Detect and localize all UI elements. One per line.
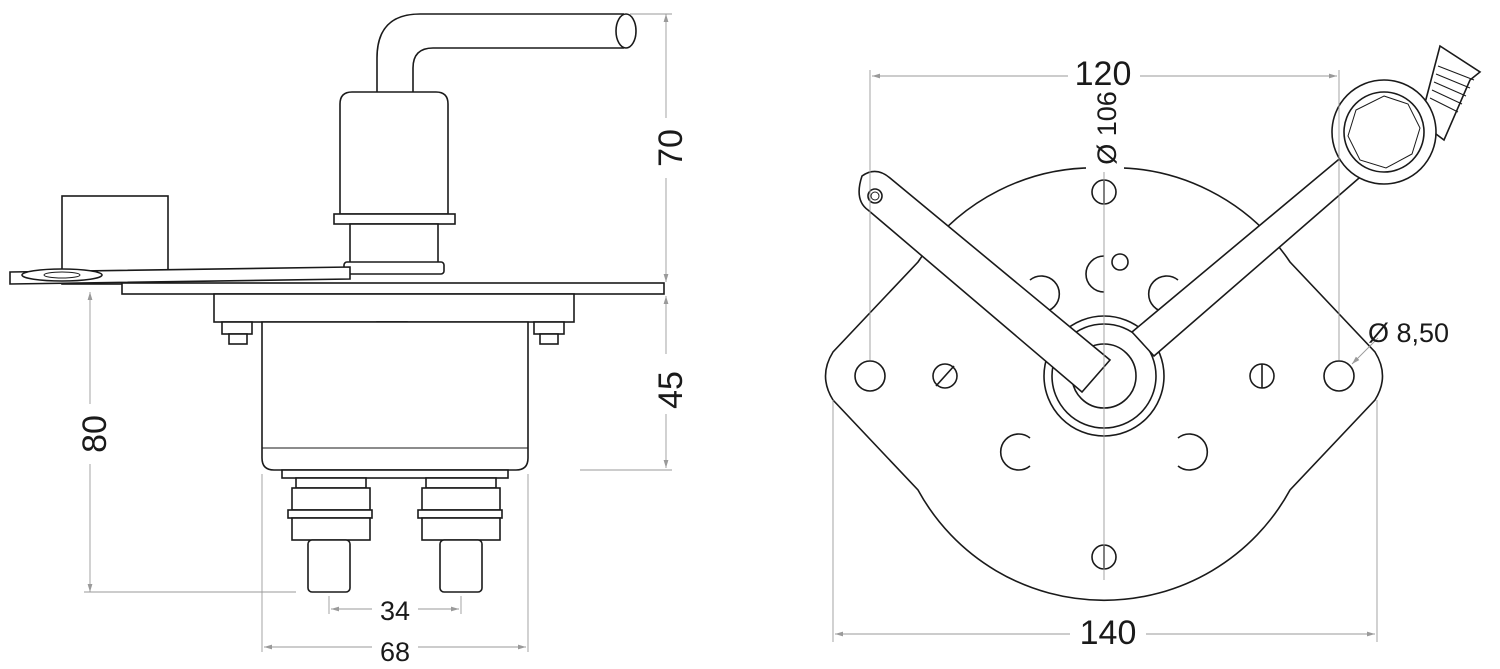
- mounting-hole-right: [1323, 360, 1355, 392]
- mounting-plate: [9, 195, 665, 295]
- dim-flange-width-label: 140: [1080, 614, 1137, 652]
- switch-body: [261, 321, 529, 471]
- body-flange: [213, 293, 575, 323]
- dim-hole-spacing-label: 120: [1075, 55, 1132, 93]
- side-view: 70 45 80 34 68: [9, 13, 690, 667]
- dim-body-diameter-label: Ø 106: [1092, 91, 1122, 165]
- dim-terminal-spacing-label: 34: [380, 596, 410, 626]
- handle-knob: [333, 91, 456, 275]
- handle-arm: [1130, 44, 1482, 358]
- lever-arm: [858, 170, 1112, 394]
- dim-body-width-label: 68: [380, 637, 410, 667]
- dim-height-total-label: 80: [76, 415, 114, 453]
- dim-height-body-label: 45: [652, 371, 690, 409]
- mounting-hole-left: [854, 360, 886, 392]
- dim-height-handle-label: 70: [652, 129, 690, 167]
- dim-hole-diameter-label: Ø 8,50: [1368, 318, 1449, 348]
- top-view: 120 Ø 106 Ø 8,50 140: [824, 44, 1482, 652]
- handle-tube: [370, 13, 637, 96]
- terminal-posts: [281, 469, 509, 593]
